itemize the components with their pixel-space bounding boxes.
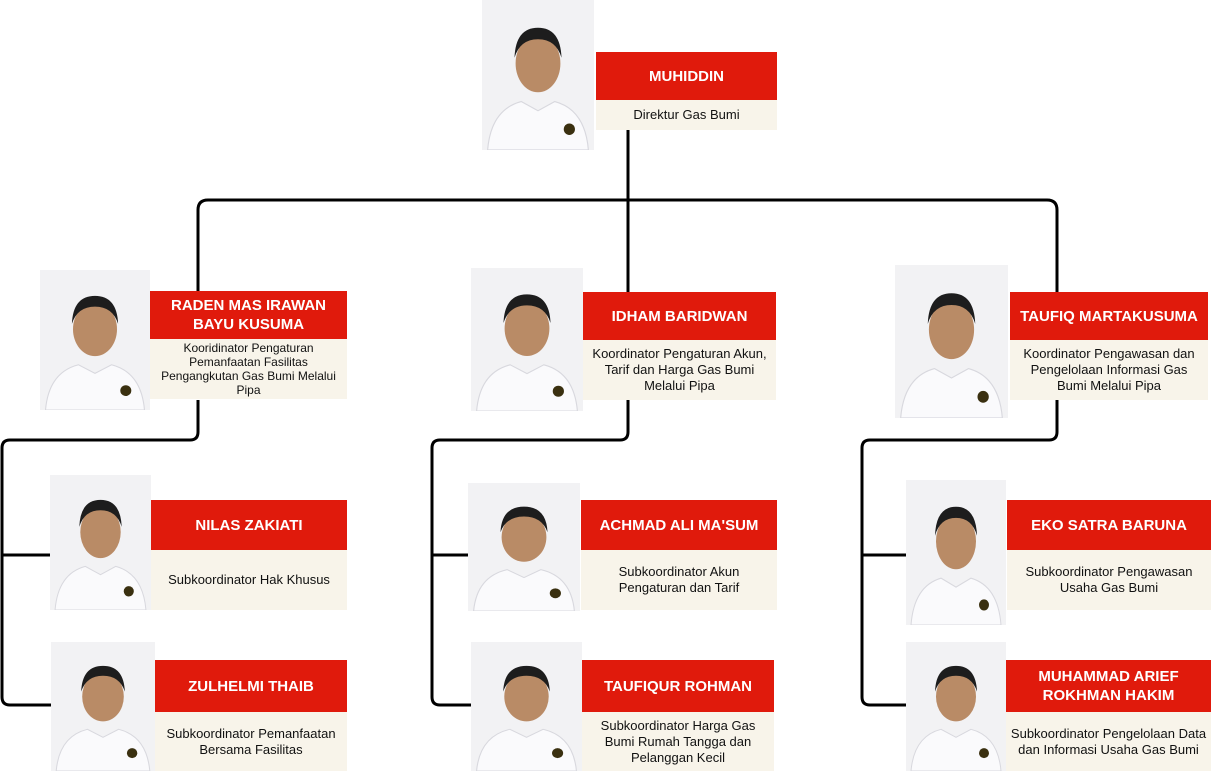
person-role: Subkoordinator Hak Khusus [151,550,347,610]
person-role: Koordinator Pengawasan dan Pengelolaan I… [1010,340,1208,400]
person-role: Subkoordinator Akun Pengaturan dan Tarif [581,550,777,610]
person-role: Kooridinator Pengaturan Pemanfaatan Fasi… [150,339,347,399]
person-name: MUHAMMAD ARIEF ROKHMAN HAKIM [1006,660,1211,712]
person-name: TAUFIQ MARTAKUSUMA [1010,292,1208,340]
person-photo [471,268,583,411]
connector-top [196,130,1059,292]
connector-right [860,400,1059,707]
person-role: Subkoordinator Harga Gas Bumi Rumah Tang… [582,712,774,771]
person-name: RADEN MAS IRAWAN BAYU KUSUMA [150,291,347,339]
person-photo [471,642,582,771]
connector-center [430,400,630,707]
person-photo [468,483,580,611]
person-photo [906,480,1006,625]
person-role: Subkoordinator Pemanfaatan Bersama Fasil… [155,712,347,771]
person-name: IDHAM BARIDWAN [583,292,776,340]
person-role: Koordinator Pengaturan Akun, Tarif dan H… [583,340,776,400]
person-role: Subkoordinator Pengawasan Usaha Gas Bumi [1007,550,1211,610]
person-name: ZULHELMI THAIB [155,660,347,712]
person-name: MUHIDDIN [596,52,777,100]
person-name: TAUFIQUR ROHMAN [582,660,774,712]
person-name: ACHMAD ALI MA'SUM [581,500,777,550]
person-photo [51,642,155,771]
person-role: Subkoordinator Pengelolaan Data dan Info… [1006,712,1211,771]
person-photo [50,475,151,610]
person-name: EKO SATRA BARUNA [1007,500,1211,550]
person-photo [906,642,1006,771]
connector-left [0,400,200,707]
person-photo [40,270,150,410]
person-name: NILAS ZAKIATI [151,500,347,550]
person-photo [895,265,1008,418]
person-photo [482,0,594,150]
person-role: Direktur Gas Bumi [596,100,777,130]
